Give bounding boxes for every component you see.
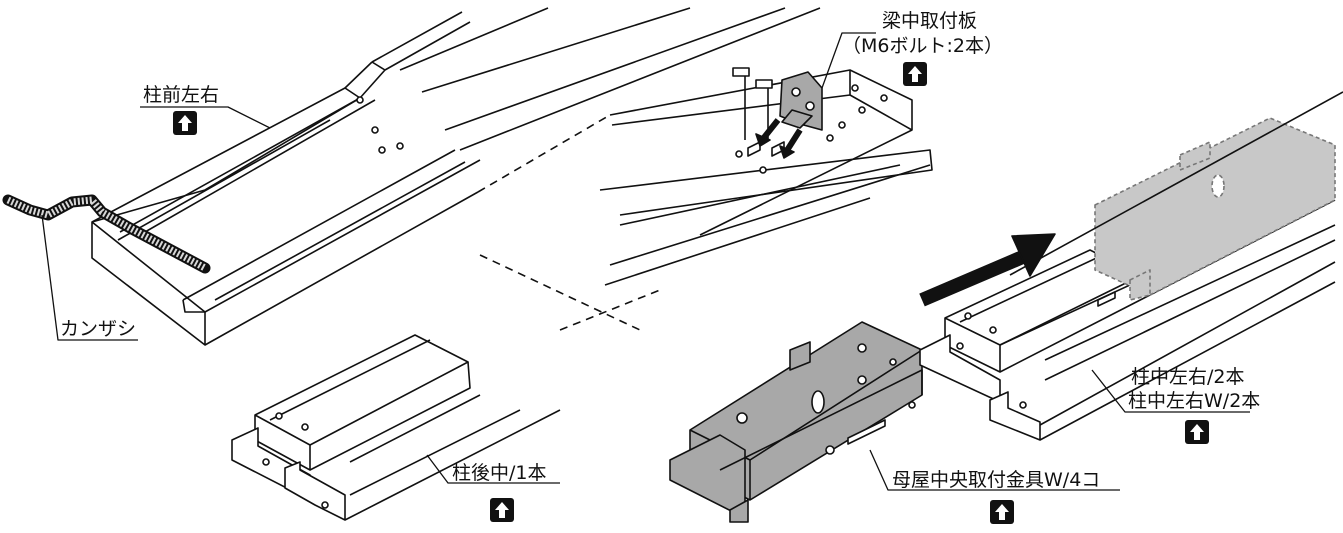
leader-lines (41, 32, 1250, 491)
ghost-bracket (1094, 117, 1336, 301)
label-kanzashi: カンザシ (60, 318, 137, 340)
front-column-channel (91, 7, 821, 346)
insert-arrow (919, 233, 1056, 307)
kanzashi-rebar (2, 194, 211, 274)
beam-channel (599, 69, 933, 286)
up-arrow-icon (490, 498, 514, 522)
label-front-column: 柱前左右 (143, 84, 220, 106)
label-rear-column: 柱後中/1本 (452, 462, 547, 484)
purlin-center-bracket (669, 321, 923, 523)
up-arrow-icon (1185, 420, 1209, 444)
label-mid-column-w: 柱中左右W/2本 (1128, 390, 1261, 412)
label-mid-column: 柱中左右/2本 (1131, 366, 1245, 388)
beam-mounting-plate (732, 67, 823, 159)
up-arrow-icon (990, 500, 1014, 524)
label-bolt-note: （M6ボルト:2本） (842, 35, 1003, 57)
rear-column-channel (231, 334, 561, 521)
label-beam-plate: 梁中取付板 (882, 10, 978, 32)
up-arrow-icon (903, 62, 927, 86)
up-arrow-icon (173, 111, 197, 135)
label-purlin-bracket: 母屋中央取付金具W/4コ (892, 469, 1101, 491)
